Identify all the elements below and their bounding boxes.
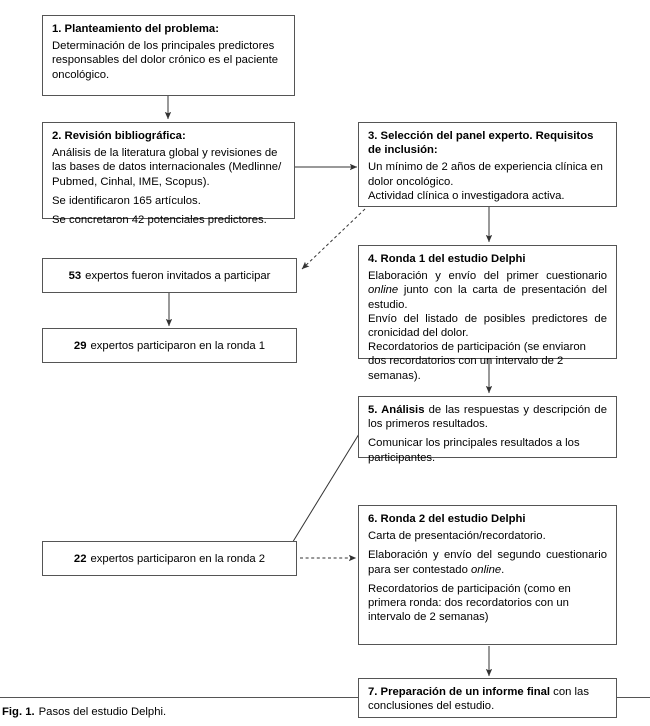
flow-box-step5: 5. Análisis de las respuestas y descripc… <box>358 396 617 464</box>
step2-body-3: Se concretaron 42 potenciales predictore… <box>52 214 267 227</box>
step6-body-2-pre: Elaboración y envío del segundo cuestion… <box>368 549 607 576</box>
step4-body-1-pre: Elaboración y envío del primer cuestiona… <box>368 270 607 283</box>
connector-step3-to-invited <box>301 208 366 270</box>
step7-heading: 7. Preparación de un informe final <box>368 686 551 698</box>
step3-body-2: Actividad clínica o investigadora activa… <box>368 189 565 202</box>
step1-heading: 1. Planteamiento del problema: <box>52 23 219 35</box>
flow-box-step2: 2. Revisión bibliográfica: Análisis de l… <box>42 122 295 226</box>
caption-text: Pasos del estudio Delphi. <box>38 706 167 718</box>
count-round2-label: expertos participaron en la ronda 2 <box>90 552 266 565</box>
step5-heading-rest: de las respuestas y descripción de los p… <box>368 404 607 431</box>
step2-body-1: Análisis de la literatura global y revis… <box>52 147 282 188</box>
step6-body-3: Recordatorios de participación (como en … <box>368 582 571 624</box>
step4-heading: 4. Ronda 1 del estudio Delphi <box>368 253 526 265</box>
step4-body-3: Recordatorios de participación (se envia… <box>368 341 586 382</box>
count-invited-label: expertos fueron invitados a participar <box>85 269 271 282</box>
count-invited-number: 53 <box>68 269 82 282</box>
count-round2-number: 22 <box>73 552 87 565</box>
step5-heading: 5. Análisis <box>368 404 425 416</box>
flow-box-step7: 7. Preparación de un informe final con l… <box>358 678 617 718</box>
step7-heading-rest: con las conclusiones del estudio. <box>368 686 589 713</box>
step6-body-2-post: . <box>501 563 505 576</box>
count-round1-label: expertos participaron en la ronda 1 <box>90 339 266 352</box>
flow-box-step4: 4. Ronda 1 del estudio Delphi Elaboració… <box>358 245 617 382</box>
count-box-round1: 29 expertos participaron en la ronda 1 <box>42 328 297 363</box>
count-box-round2: 22 expertos participaron en la ronda 2 <box>42 541 297 576</box>
flow-box-step3: 3. Selección del panel experto. Requisit… <box>358 122 617 207</box>
flow-box-step6: 6. Ronda 2 del estudio Delphi Carta de p… <box>358 505 617 645</box>
step6-body-2-italic: online <box>471 563 502 576</box>
step6-body-1: Carta de presentación/recordatorio. <box>368 530 546 543</box>
step4-body-2: Envío del listado de posibles predictore… <box>368 312 607 340</box>
count-box-invited: 53 expertos fueron invitados a participa… <box>42 258 297 293</box>
step7-heading-line: 7. Preparación de un informe final con l… <box>368 685 607 713</box>
step2-body-2: Se identificaron 165 artículos. <box>52 194 201 207</box>
step5-heading-line: 5. Análisis de las respuestas y descripc… <box>368 403 607 431</box>
step2-heading: 2. Revisión bibliográfica: <box>52 130 186 142</box>
step6-heading: 6. Ronda 2 del estudio Delphi <box>368 513 526 525</box>
step5-body-1: Comunicar los principales resultados a l… <box>368 437 580 464</box>
step3-body-1: Un mínimo de 2 años de experiencia clíni… <box>368 161 603 188</box>
caption-divider <box>0 697 650 698</box>
step4-body-1-italic: online <box>368 284 399 297</box>
count-round1-number: 29 <box>73 339 87 352</box>
connector-step5-to-round2 <box>285 433 360 554</box>
flow-box-step1: 1. Planteamiento del problema: Determina… <box>42 15 295 96</box>
step4-body-1-post: junto con la carta de presentación del e… <box>368 284 607 311</box>
step3-heading: 3. Selección del panel experto. Requisit… <box>368 130 594 157</box>
figure-caption: Fig. 1.Pasos del estudio Delphi. <box>2 706 166 718</box>
caption-label: Fig. 1. <box>2 706 35 718</box>
step4-body-1: Elaboración y envío del primer cuestiona… <box>368 269 607 312</box>
step6-body-2: Elaboración y envío del segundo cuestion… <box>368 548 607 576</box>
step1-body: Determinación de los principales predict… <box>52 40 279 81</box>
